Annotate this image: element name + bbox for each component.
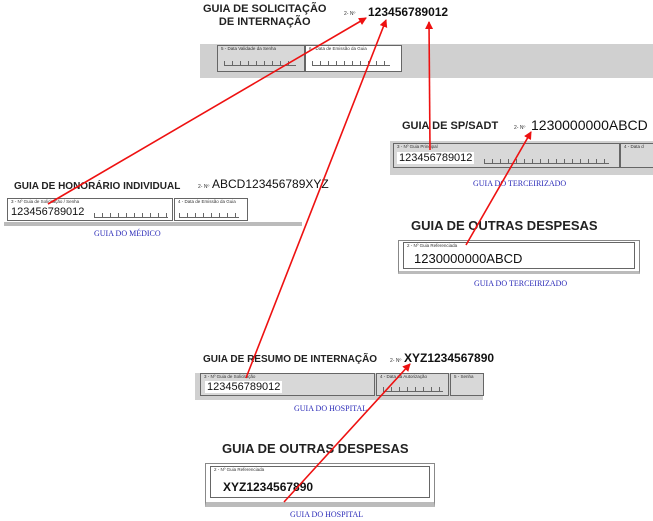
field-label: 2 - Nº Guia Referenciada <box>407 243 458 248</box>
date-ticks <box>383 387 443 392</box>
field-label: 3 - Nº Guia Principal <box>397 144 438 149</box>
arrow-sadt-to-solicitacao <box>425 21 434 151</box>
honorario-number: ABCD123456789XYZ <box>212 177 329 191</box>
field-label: 4 - Data da Autorização <box>380 374 428 379</box>
field-value: XYZ1234567890 <box>221 480 316 494</box>
sadt-number: 1230000000ABCD <box>531 117 648 133</box>
solicitacao-title: GUIA DE SOLICITAÇÃO DE INTERNAÇÃO <box>203 3 326 29</box>
outras-terc-field: 2 - Nº Guia Referenciada 1230000000ABCD <box>403 242 635 269</box>
field-label: 6 - Data de Emissão da Guia <box>309 46 367 51</box>
sadt-num-label: 2- Nº <box>514 125 526 131</box>
field-value: 123456789012 <box>205 381 283 393</box>
resumo-caption: GUIA DO HOSPITAL <box>294 404 368 413</box>
field-value: 123456789012 <box>9 206 87 218</box>
solicitacao-title-line1: GUIA DE SOLICITAÇÃO <box>203 3 327 15</box>
resumo-field-3: 3 - Nº Guia de Solicitação 123456789012 <box>200 373 375 396</box>
outras-terc-form: 2 - Nº Guia Referenciada 1230000000ABCD <box>398 240 640 274</box>
resumo-field-5: 5 - Senha <box>450 373 484 396</box>
resumo-field-4: 4 - Data da Autorização <box>376 373 449 396</box>
sadt-field-4: 4 - Data d <box>620 143 653 168</box>
ticks <box>94 213 168 218</box>
resumo-number: XYZ1234567890 <box>404 351 495 365</box>
sadt-caption: GUIA DO TERCEIRIZADO <box>473 179 567 188</box>
date-ticks <box>224 61 296 66</box>
outras-hosp-field: 2 - Nº Guia Referenciada XYZ1234567890 <box>210 466 430 498</box>
field-label: 3 - Nº Guia de Solicitação / Senha <box>11 199 80 204</box>
honorario-field-4: 4 - Data de Emissão da Guia <box>174 198 248 221</box>
sadt-field-3: 3 - Nº Guia Principal 123456789012 <box>393 143 620 168</box>
ticks <box>484 159 609 164</box>
arrow-outras-hosp-to-resumo <box>283 363 411 503</box>
solicitacao-title-line2: DE INTERNAÇÃO <box>218 16 311 28</box>
resumo-num-label: 2- Nº <box>390 358 402 364</box>
date-ticks <box>179 213 239 218</box>
field-label: 5 - Data Validade da Senha <box>221 46 276 51</box>
solicitacao-num-label: 2- Nº <box>344 11 356 17</box>
field-label: 5 - Senha <box>454 374 474 379</box>
solicitacao-field-6: 6 - Data de Emissão da Guia <box>305 45 402 72</box>
outras-terc-caption: GUIA DO TERCEIRIZADO <box>474 279 568 288</box>
outras-hosp-form: 2 - Nº Guia Referenciada XYZ1234567890 <box>205 463 435 507</box>
solicitacao-field-5: 5 - Data Validade da Senha <box>217 45 305 72</box>
honorario-title: GUIA DE HONORÁRIO INDIVIDUAL <box>14 181 181 192</box>
field-label: 4 - Data de Emissão da Guia <box>178 199 236 204</box>
date-ticks <box>312 61 390 66</box>
sadt-title: GUIA DE SP/SADT <box>402 120 499 132</box>
honorario-form-strip <box>4 198 302 226</box>
honorario-num-label: 2- Nº <box>198 184 210 190</box>
solicitacao-number: 123456789012 <box>368 5 449 19</box>
field-value: 123456789012 <box>397 152 475 164</box>
arrow-honorario-to-solicitacao <box>47 17 367 205</box>
arrow-resumo-to-solicitacao <box>245 19 388 379</box>
field-label: 3 - Nº Guia de Solicitação <box>204 374 256 379</box>
field-value: 1230000000ABCD <box>412 251 525 266</box>
outras-terc-title: GUIA DE OUTRAS DESPESAS <box>411 218 598 233</box>
outras-hosp-title: GUIA DE OUTRAS DESPESAS <box>222 441 409 456</box>
resumo-title: GUIA DE RESUMO DE INTERNAÇÃO <box>203 354 378 365</box>
arrow-outras-terc-to-sadt <box>465 131 532 246</box>
field-label: 4 - Data d <box>624 144 644 149</box>
honorario-caption: GUIA DO MÉDICO <box>94 229 161 238</box>
field-label: 2 - Nº Guia Referenciada <box>214 467 265 472</box>
outras-hosp-caption: GUIA DO HOSPITAL <box>290 510 364 519</box>
